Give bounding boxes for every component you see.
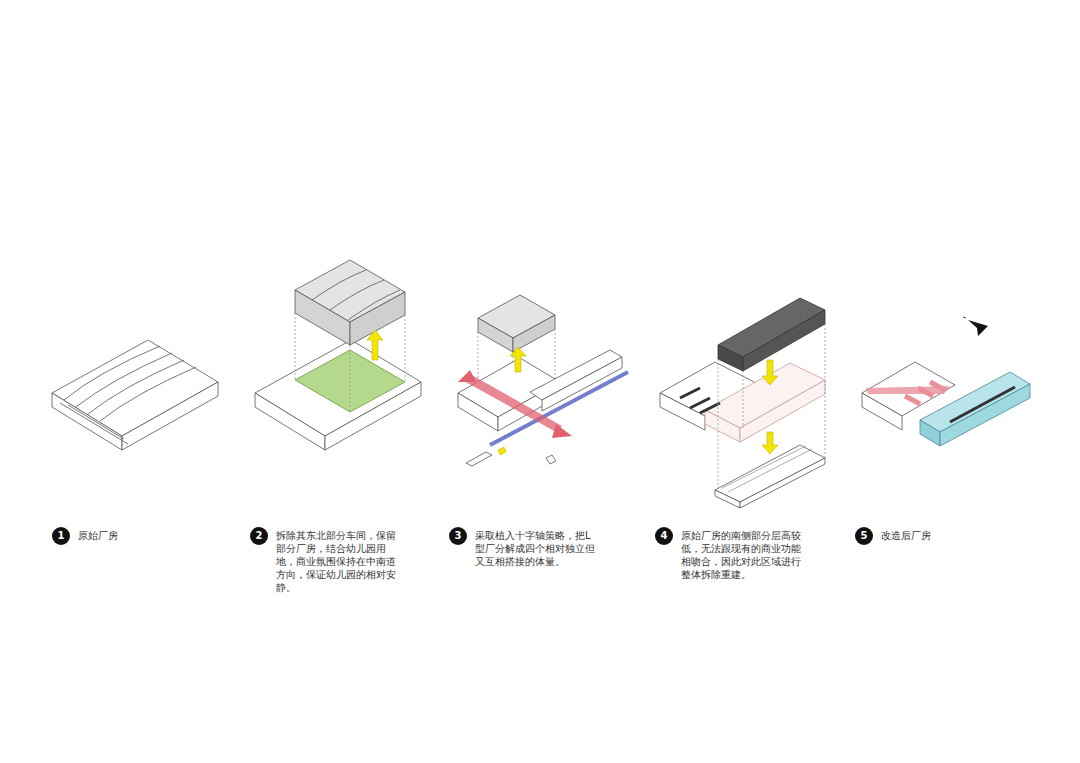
step-caption: 采取植入十字轴策略，把L型厂分解成四个相对独立但又互相搭接的体量。 bbox=[475, 529, 597, 568]
step-number: 5 bbox=[855, 527, 873, 545]
step-caption: 原始厂房的南侧部分层高较低，无法跟现有的商业功能相吻合，因此对此区域进行整体拆除… bbox=[681, 529, 803, 581]
step-caption: 改造后厂房 bbox=[881, 529, 1003, 542]
step-number: 2 bbox=[250, 527, 268, 545]
step-marker: 4 原始厂房的南侧部分层高较低，无法跟现有的商业功能相吻合，因此对此区域进行整体拆… bbox=[655, 527, 805, 585]
step-number: 3 bbox=[449, 527, 467, 545]
step-marker: 3 采取植入十字轴策略，把L型厂分解成四个相对独立但又互相搭接的体量。 bbox=[449, 527, 599, 572]
step-caption: 原始厂房 bbox=[78, 529, 200, 542]
step-marker: 2 拆除其东北部分车间，保留部分厂房，结合幼儿园用地，商业氛围保持在中南道方向，保… bbox=[250, 527, 400, 598]
step-number: 4 bbox=[655, 527, 673, 545]
step-marker: 1 原始厂房 bbox=[52, 527, 202, 547]
step-caption: 拆除其东北部分车间，保留部分厂房，结合幼儿园用地，商业氛围保持在中南道方向，保证… bbox=[276, 529, 398, 594]
step-marker: 5 改造后厂房 bbox=[855, 527, 1005, 547]
step-number: 1 bbox=[52, 527, 70, 545]
